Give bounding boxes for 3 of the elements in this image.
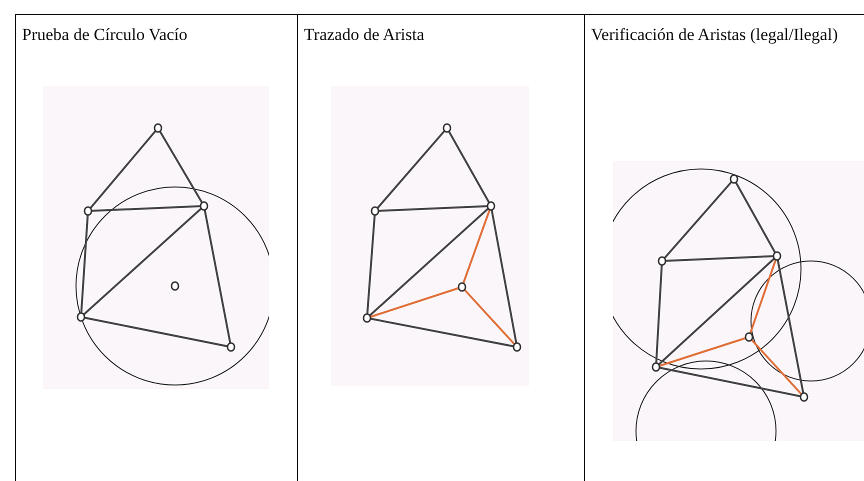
panel-title: Verificación de Aristas (legal/Ilegal) — [591, 24, 839, 46]
panel-title: Prueba de Círculo Vacío — [22, 24, 188, 46]
panel-title: Trazado de Arista — [304, 24, 426, 46]
